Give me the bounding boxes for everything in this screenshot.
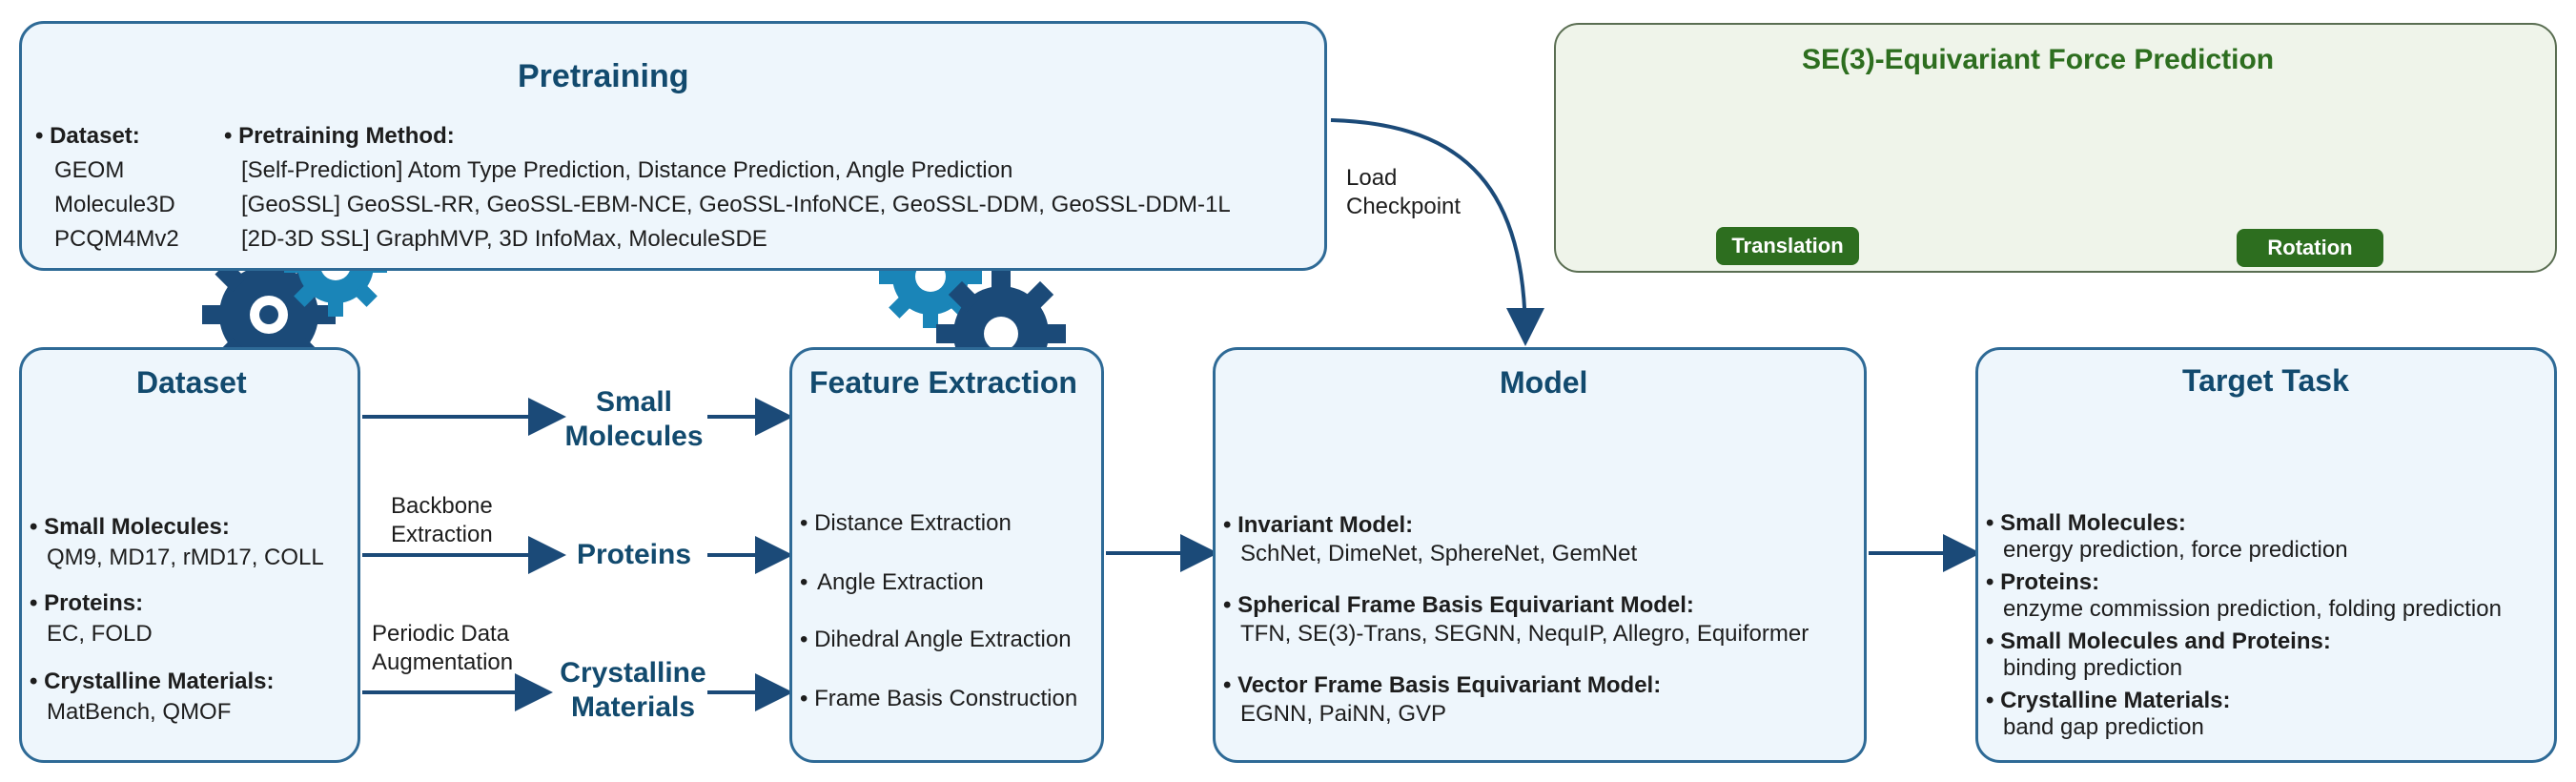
dataset-item: PCQM4Mv2 <box>54 226 179 252</box>
feature-item: • Frame Basis Construction <box>800 686 1078 711</box>
feature-item: • Dihedral Angle Extraction <box>800 627 1072 652</box>
target-group-header: • Small Molecules and Proteins: <box>1986 628 2331 654</box>
rotation-badge: Rotation <box>2237 229 2383 267</box>
model-group-header: • Spherical Frame Basis Equivariant Mode… <box>1223 592 1694 618</box>
group-header: • Proteins: <box>30 590 144 616</box>
method-header: • Pretraining Method: <box>224 123 455 149</box>
dataset-title: Dataset <box>136 365 247 400</box>
method-item: [GeoSSL] GeoSSL-RR, GeoSSL-EBM-NCE, GeoS… <box>241 192 1231 217</box>
group-header: • Small Molecules: <box>30 514 230 540</box>
backbone-extraction-label: Backbone Extraction <box>391 493 493 547</box>
model-group-items: SchNet, DimeNet, SphereNet, GemNet <box>1240 541 1638 566</box>
se3-panel: SE(3)-Equivariant Force Prediction Trans… <box>1554 23 2557 273</box>
dataset-box: Dataset • Small Molecules: QM9, MD17, rM… <box>19 347 360 763</box>
flow-small-molecules: Small Molecules <box>564 386 704 452</box>
target-group-header: • Crystalline Materials: <box>1986 688 2231 713</box>
feature-extraction-box: Feature Extraction • Distance Extraction… <box>789 347 1104 763</box>
target-group-items: energy prediction, force prediction <box>2003 537 2348 563</box>
model-group-header: • Invariant Model: <box>1223 512 1414 538</box>
dataset-header: • Dataset: <box>35 123 140 149</box>
target-group-items: binding prediction <box>2003 655 2183 681</box>
model-title: Model <box>1500 365 1588 400</box>
feature-item: • Distance Extraction <box>800 510 1012 536</box>
model-group-items: TFN, SE(3)-Trans, SEGNN, NequIP, Allegro… <box>1240 621 1809 647</box>
dataset-item: GEOM <box>54 157 125 183</box>
feature-title: Feature Extraction <box>809 365 1077 400</box>
group-items: EC, FOLD <box>47 621 153 647</box>
target-title: Target Task <box>2182 363 2349 398</box>
feature-item: Angle Extraction <box>817 569 984 595</box>
target-group-items: enzyme commission prediction, folding pr… <box>2003 596 2502 622</box>
model-box: Model • Invariant Model: SchNet, DimeNet… <box>1213 347 1867 763</box>
pretraining-title: Pretraining <box>518 58 689 94</box>
dataset-item: Molecule3D <box>54 192 175 217</box>
load-checkpoint-arrow <box>1330 118 1544 346</box>
load-checkpoint-label: Load Checkpoint <box>1346 165 1462 219</box>
target-task-box: Target Task • Small Molecules: energy pr… <box>1975 347 2557 763</box>
flow-proteins: Proteins <box>576 539 692 570</box>
target-group-items: band gap prediction <box>2003 714 2204 740</box>
flow-crystalline: Crystalline Materials <box>560 657 706 723</box>
model-group-items: EGNN, PaiNN, GVP <box>1240 701 1447 727</box>
group-items: QM9, MD17, rMD17, COLL <box>47 545 324 570</box>
periodic-augmentation-label: Periodic Data Augmentation <box>372 621 514 675</box>
pretraining-box: Pretraining • Dataset: GEOM Molecule3D P… <box>19 21 1327 271</box>
translation-badge: Translation <box>1716 227 1859 265</box>
group-items: MatBench, QMOF <box>47 699 232 725</box>
model-group-header: • Vector Frame Basis Equivariant Model: <box>1223 672 1662 698</box>
method-item: [Self-Prediction] Atom Type Prediction, … <box>241 157 1013 183</box>
group-header: • Crystalline Materials: <box>30 669 275 694</box>
target-group-header: • Small Molecules: <box>1986 510 2186 536</box>
se3-title: SE(3)-Equivariant Force Prediction <box>1802 44 2275 75</box>
feature-item: • <box>800 569 808 595</box>
method-item: [2D-3D SSL] GraphMVP, 3D InfoMax, Molecu… <box>241 226 767 252</box>
target-group-header: • Proteins: <box>1986 569 2100 595</box>
